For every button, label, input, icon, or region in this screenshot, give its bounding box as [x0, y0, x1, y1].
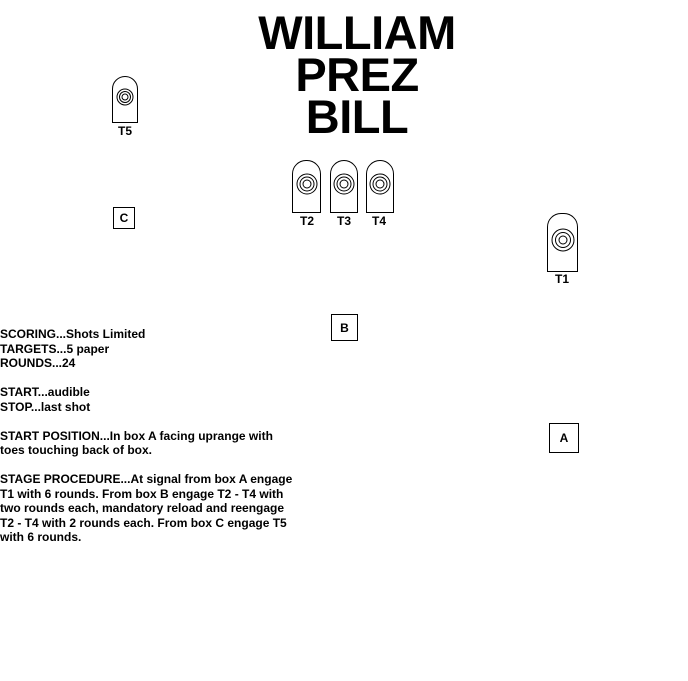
title-line: PREZ [295, 48, 419, 101]
scoring-text: SCORING...Shots Limited [0, 327, 146, 341]
start-text: START...audible [0, 385, 90, 399]
title-line: BILL [305, 90, 409, 143]
target-t5-label: T5 [117, 124, 132, 138]
stage-procedure-text: STAGE PROCEDURE...At signal from box A e… [0, 472, 293, 544]
shooting-box-b: B [331, 314, 358, 341]
targets-text: TARGETS...5 paper [0, 341, 110, 356]
target-t4-label: T4 [371, 214, 386, 228]
target-t4-icon [366, 160, 394, 213]
title-line: WILLIAM [258, 6, 456, 59]
target-t5-icon [112, 76, 138, 123]
target-t1-icon [547, 213, 578, 272]
target-t3-icon [330, 160, 358, 213]
target-t3-label: T3 [336, 214, 351, 228]
stage-title: WILLIAM PREZ BILL [240, 6, 474, 143]
shooting-box-a: A [549, 423, 579, 453]
shooting-box-c: C [113, 207, 135, 229]
stop-text: STOP...last shot [0, 399, 91, 414]
rounds-text: ROUNDS...24 [0, 356, 76, 370]
start-position-text: START POSITION...In box A facing uprange… [0, 428, 273, 458]
target-t2-icon [292, 160, 321, 213]
target-t2-label: T2 [299, 214, 314, 228]
target-t1-label: T1 [554, 272, 569, 286]
